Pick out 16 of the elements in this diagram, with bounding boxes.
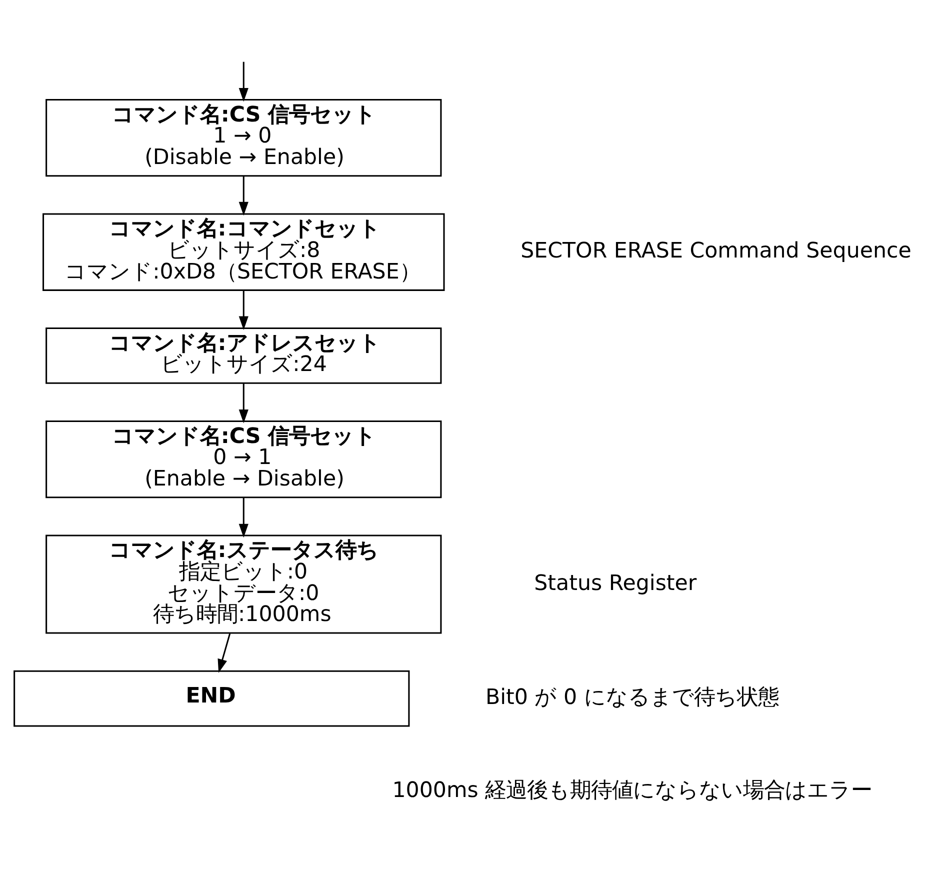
label: SECTOR ERASE Command Sequence: [520, 238, 912, 264]
arrow: [238, 62, 248, 102]
arrow: [238, 497, 248, 538]
node-box: END: [14, 670, 410, 727]
arrow: [238, 176, 248, 216]
arrow: [238, 290, 248, 330]
node-box: コマンド名:CS 信号セット 0 → 1 (Enable → Disable): [46, 420, 442, 498]
node-box: コマンド名:アドレスセット ビットサイズ:24: [46, 328, 442, 384]
node-box: コマンド名:ステータス待ち 指定ビット:0 セットデータ:0 待ち時間:1000ms: [46, 534, 442, 634]
arrow: [238, 384, 248, 424]
node-box: コマンド名:コマンドセット ビットサイズ:8 コマンド:0xD8（SECTOR ERASE）: [42, 213, 445, 291]
node-box: コマンド名:CS 信号セット 1 → 0 (Disable → Enable): [46, 98, 442, 177]
label: Bit0 が 0 になるまで待ち状態: [485, 685, 779, 710]
label: Status Register: [534, 570, 697, 596]
arrow: [218, 633, 231, 673]
label: 1000ms 経過後も期待値にならない場合はエラー: [392, 778, 872, 804]
